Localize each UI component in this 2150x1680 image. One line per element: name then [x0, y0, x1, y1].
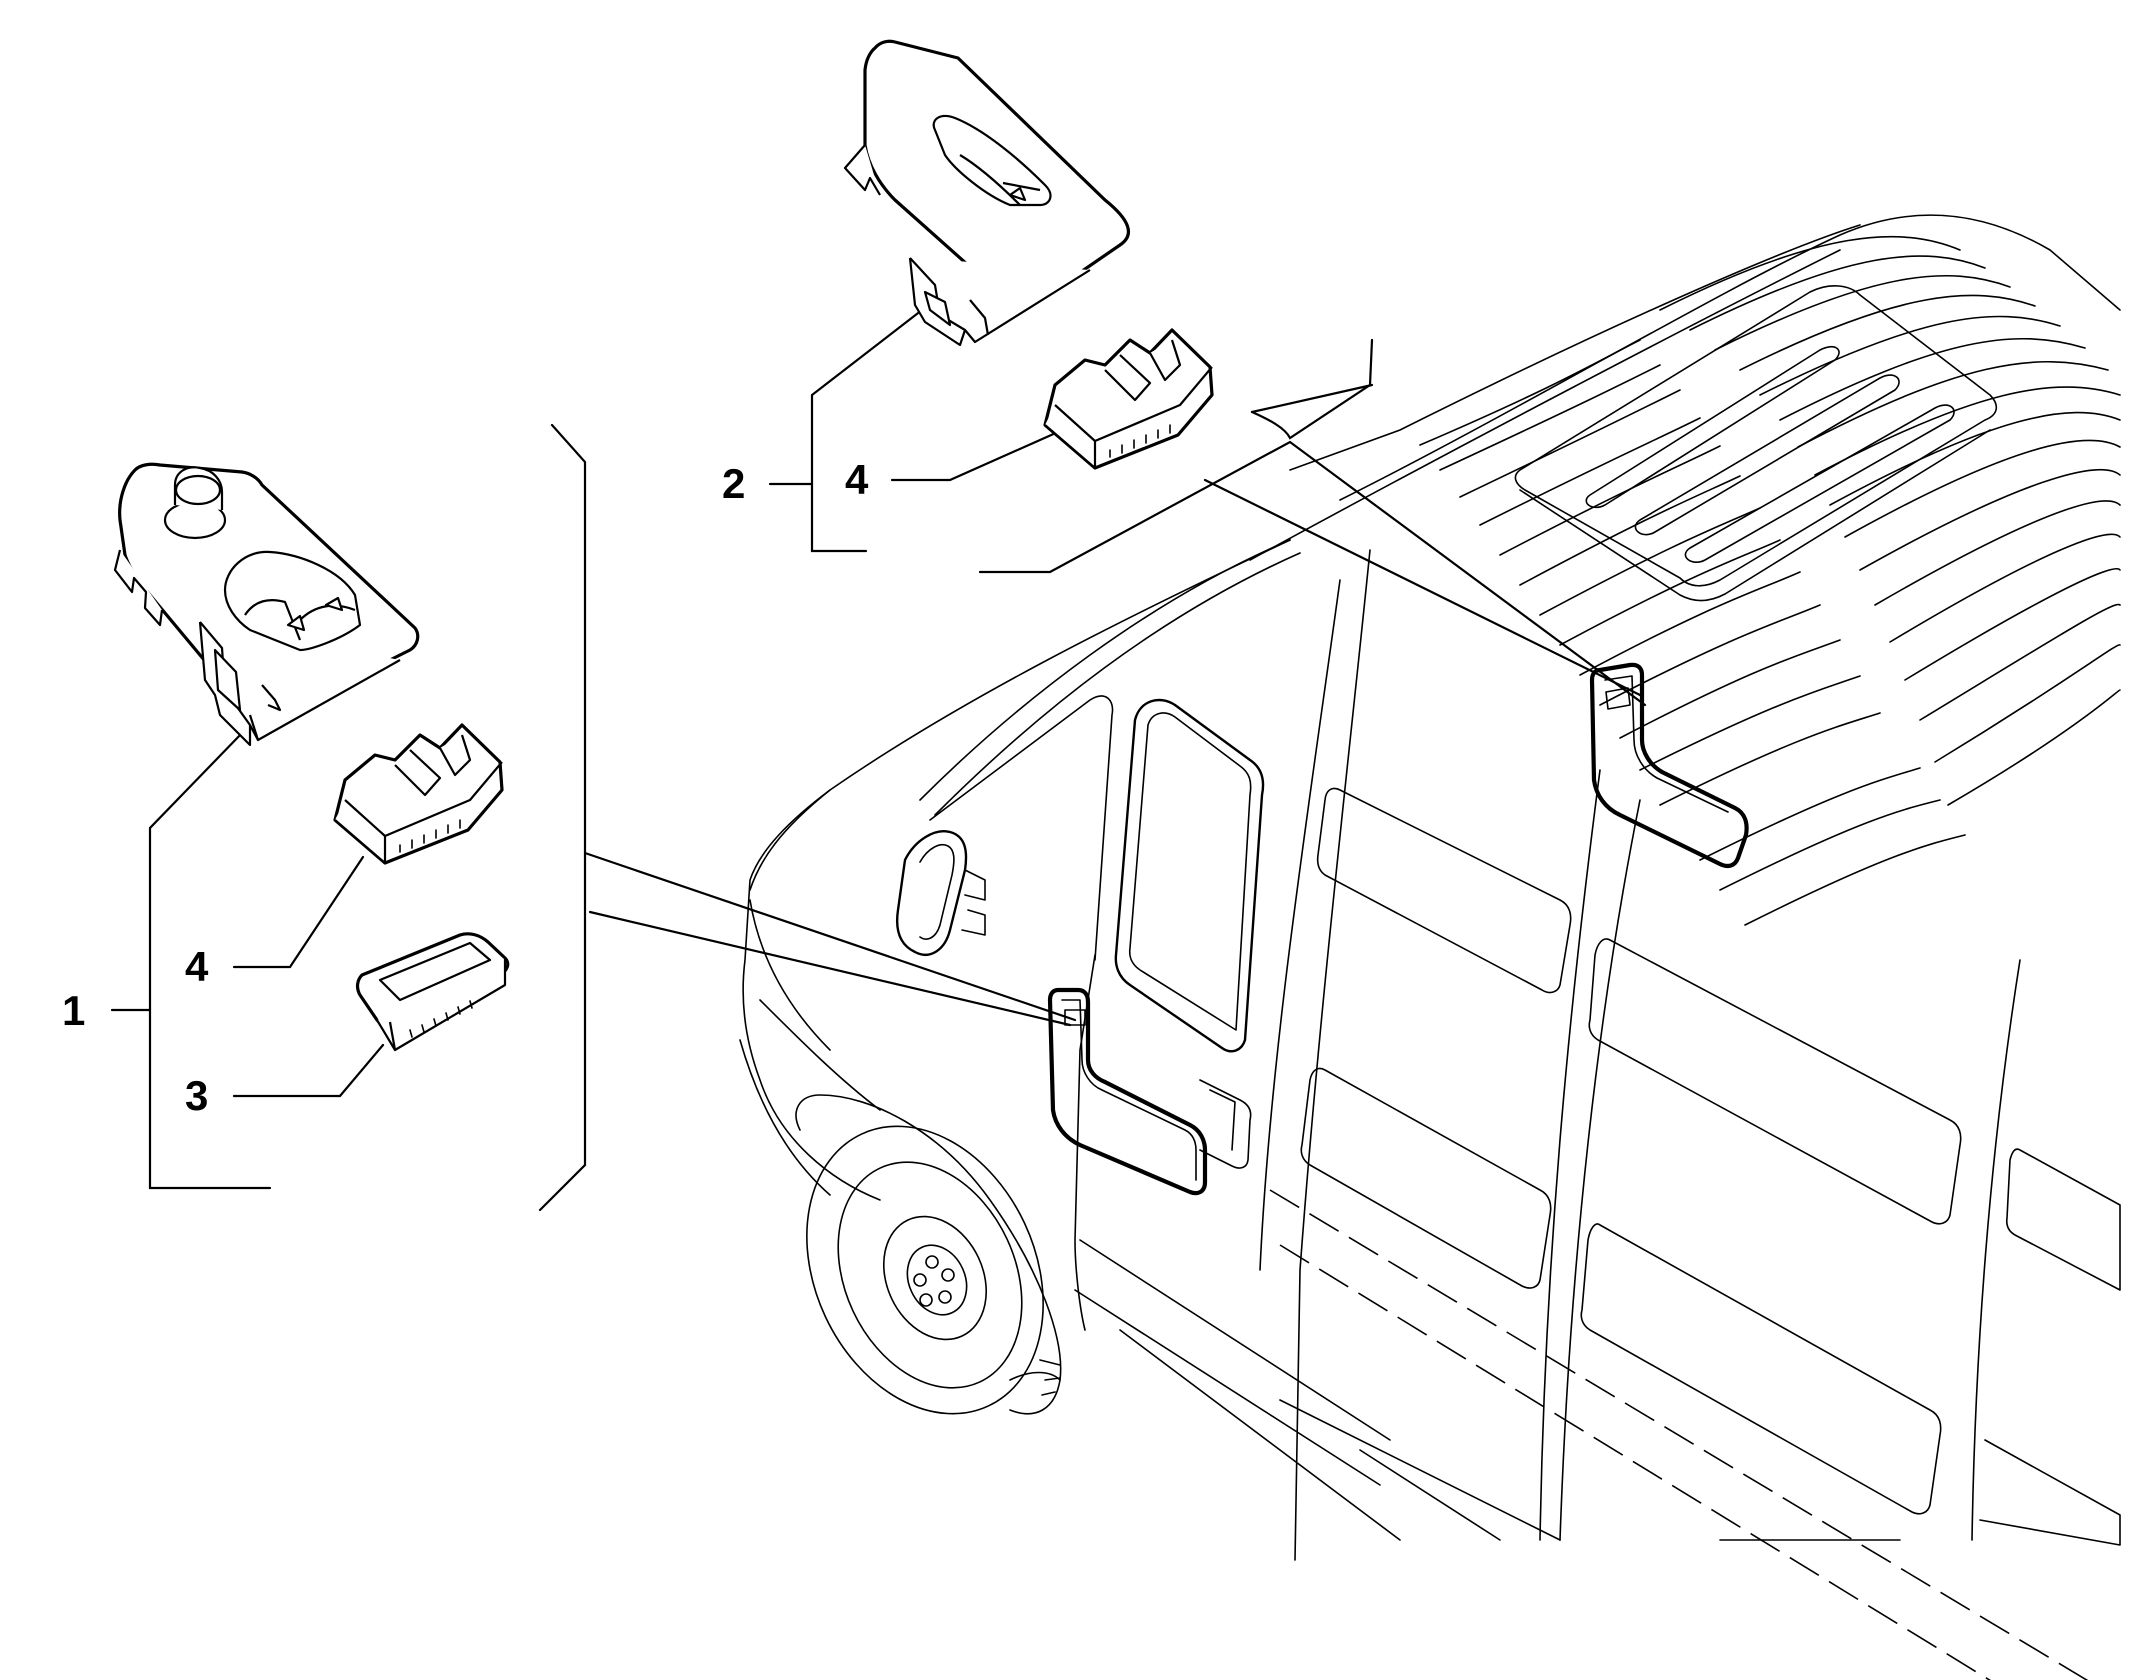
side-panels	[1300, 787, 2121, 1546]
side-window	[1114, 698, 1265, 1053]
roof-outline	[1339, 214, 2121, 501]
door-handle	[1199, 1079, 1252, 1169]
callout-3: 3	[185, 1072, 208, 1119]
b-pillar	[1294, 549, 1371, 1561]
front-fascia	[742, 789, 881, 1201]
sill-lower	[1119, 1329, 1401, 1541]
bumper-lower	[739, 1039, 831, 1196]
hood-top	[749, 539, 1291, 891]
callout-3-leader	[232, 1043, 385, 1098]
callout-2-bracket	[810, 308, 924, 553]
side-mirror	[896, 830, 986, 956]
roof-seam	[1249, 249, 1841, 561]
part-1-driver-switch-panel	[113, 462, 420, 747]
callout-1-bracket	[148, 730, 272, 1190]
group-bracket-top	[1250, 338, 1374, 440]
a-pillar-inner	[934, 552, 1301, 816]
door-window-frame	[929, 695, 1114, 961]
callout-labels: 1 2 3 4 4	[62, 456, 869, 1119]
callout-1: 1	[62, 987, 85, 1034]
roof-ribs	[1419, 235, 2121, 926]
a-pillar	[919, 539, 1291, 801]
leader-to-driver-door-2	[588, 910, 1072, 1027]
group-bracket-left	[538, 423, 587, 1212]
callout-4-top: 4	[845, 456, 869, 503]
part-4-top-connector	[1043, 328, 1214, 470]
leader-to-driver-door-1	[583, 851, 1077, 1022]
part-3-blank-cover	[355, 932, 510, 1052]
driver-door-switch-location	[1047, 987, 1208, 1196]
roof-front-edge	[1289, 224, 1861, 471]
leader-to-passenger-door-2	[978, 440, 1647, 707]
part-2-passenger-switch-panel	[843, 39, 1130, 347]
callout-4-left: 4	[185, 943, 209, 990]
bumper-line	[759, 999, 881, 1111]
van-body	[739, 214, 2121, 1680]
passenger-door-switch-location	[1589, 662, 1749, 869]
leader-to-passenger-door-1	[1203, 478, 1642, 697]
sliding-door-edge	[1559, 799, 1641, 1541]
front-wheel	[795, 1094, 1062, 1415]
door-front-edge	[1074, 954, 1096, 1331]
headlight-edge	[749, 899, 831, 1051]
roof-vent	[1514, 285, 1998, 602]
callout-4-top-leader	[890, 430, 1060, 482]
sill-line-1	[1079, 1239, 1391, 1441]
door-rear-edge	[1259, 579, 1341, 1271]
callout-2: 2	[722, 460, 745, 507]
callout-4-left-leader	[232, 855, 365, 969]
rear-door-edge	[1971, 959, 2021, 1541]
dashed-body-line-1	[1269, 1189, 2089, 1680]
leader-lines	[110, 308, 1647, 1212]
part-4-left-connector	[333, 723, 504, 865]
